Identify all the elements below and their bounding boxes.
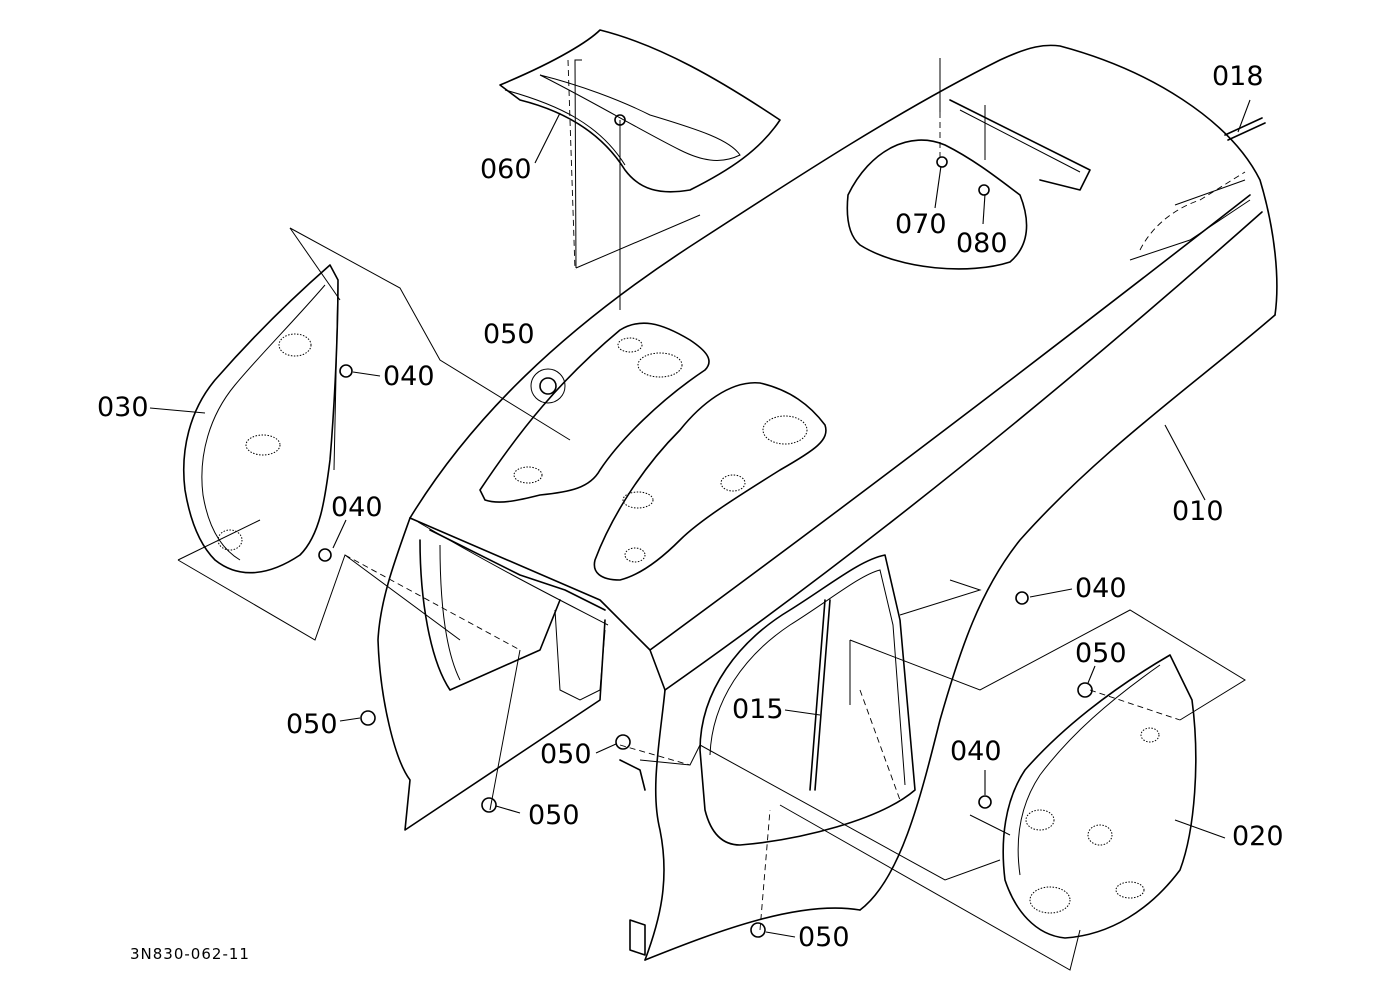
callout-labels: 018 060 070 080 050 040 030 040 010 040 … <box>97 61 1284 953</box>
callout-040-upper-left: 040 <box>383 361 435 392</box>
callout-020: 020 <box>1232 821 1284 852</box>
fasteners <box>318 114 1093 938</box>
callout-060: 060 <box>480 154 532 185</box>
seal-strip <box>809 599 831 791</box>
callout-018: 018 <box>1212 61 1264 92</box>
callout-050-lower-center: 050 <box>528 800 580 831</box>
callout-040-lower-right: 040 <box>950 736 1002 767</box>
callout-050-left: 050 <box>286 709 338 740</box>
reference-code: 3N830-062-11 <box>130 945 250 963</box>
hood-body <box>377 44 1278 961</box>
callout-080: 080 <box>956 228 1008 259</box>
top-cover-panel <box>499 29 781 193</box>
callout-010: 010 <box>1172 496 1224 527</box>
mesh-patterns <box>217 333 1160 914</box>
right-side-panel <box>1002 654 1197 939</box>
leader-lines <box>149 58 1251 971</box>
callout-050-center: 050 <box>540 739 592 770</box>
callout-040-right: 040 <box>1075 573 1127 604</box>
callout-015: 015 <box>732 694 784 725</box>
callout-070: 070 <box>895 209 947 240</box>
left-side-panel <box>182 264 339 574</box>
callout-050-right: 050 <box>1075 638 1127 669</box>
callout-050-top: 050 <box>483 319 535 350</box>
callout-050-bottom: 050 <box>798 922 850 953</box>
callout-040-lower-left: 040 <box>331 492 383 523</box>
callout-030: 030 <box>97 392 149 423</box>
pin-part <box>1224 117 1266 141</box>
